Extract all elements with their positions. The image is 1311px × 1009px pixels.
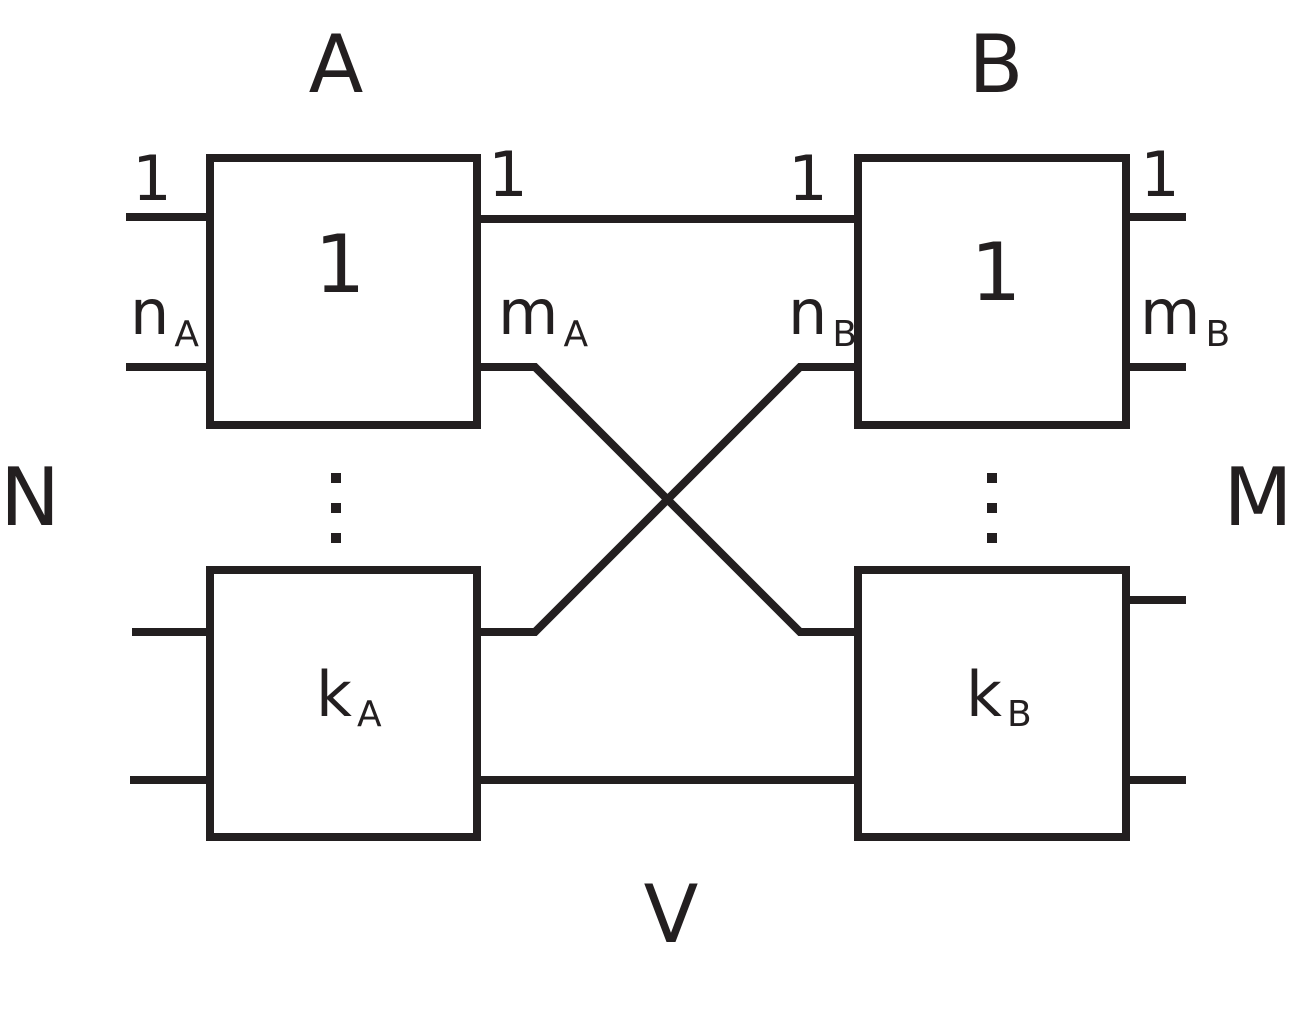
box-a-1-left-port-bottom-label: n A [130, 276, 199, 355]
box-a-1-label: 1 [315, 218, 366, 311]
box-b-1-left-port-bottom-label: n B [788, 276, 857, 355]
box-b-k-label: k B [966, 658, 1032, 735]
label-a: A [309, 18, 364, 111]
label-v: V [644, 868, 699, 961]
label-n: N [0, 451, 60, 544]
box-b-1-label: 1 [971, 226, 1022, 319]
box-a-1-left-port-top-label: 1 [132, 142, 171, 215]
ellipsis-b [987, 473, 997, 543]
label-m: M [1223, 451, 1292, 544]
box-a-1-right-port-top-label: 1 [488, 138, 527, 211]
box-b-1-right-port-top-label: 1 [1140, 138, 1179, 211]
box-a-k [206, 566, 481, 841]
box-a-1-right-port-bottom-label: m A [498, 276, 589, 355]
box-b-1-left-port-top-label: 1 [788, 142, 827, 215]
label-b: B [969, 18, 1024, 111]
box-b-1-right-port-bottom-label: m B [1140, 276, 1230, 355]
box-b-1 [854, 154, 1130, 429]
ellipsis-a [331, 473, 341, 543]
wire-cross-ak-to-b1 [477, 363, 858, 636]
box-a-k-label: k A [316, 658, 382, 735]
box-a-1 [206, 154, 481, 429]
box-b-k [854, 566, 1130, 841]
